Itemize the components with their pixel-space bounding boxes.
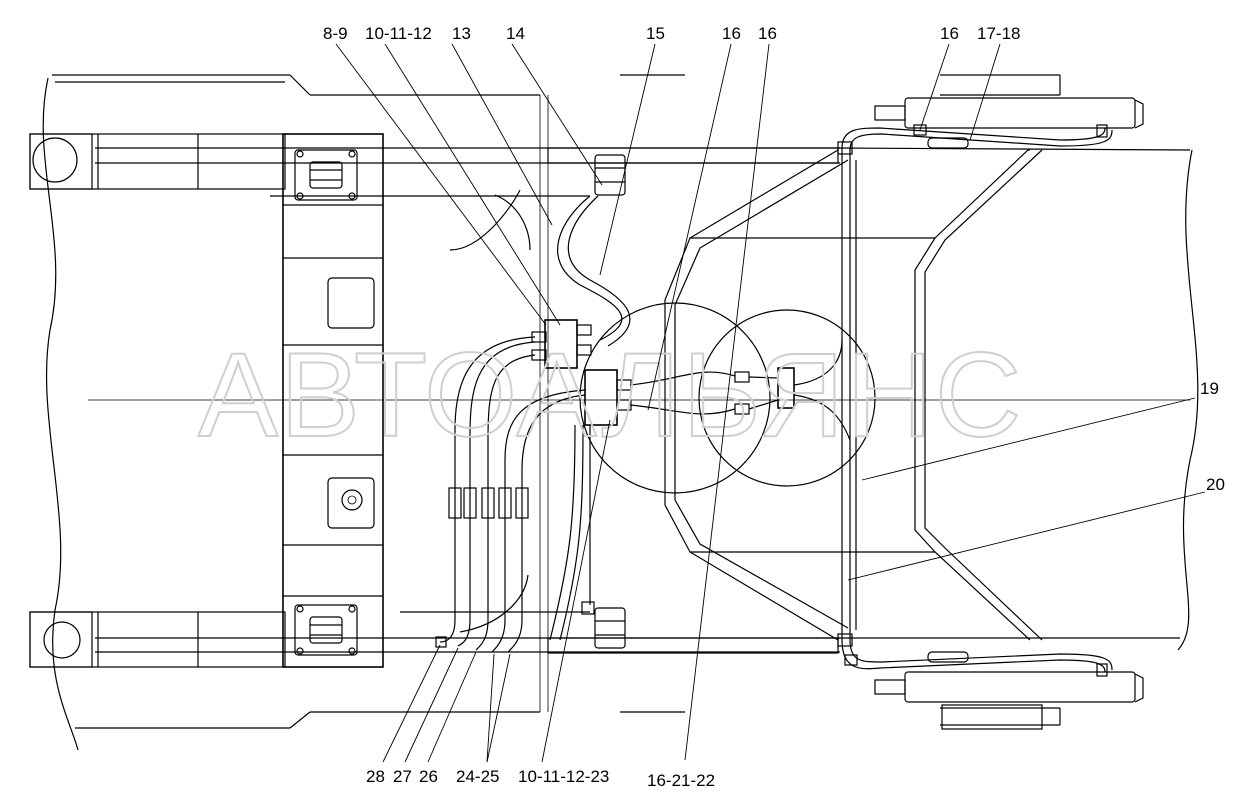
small-fittings <box>435 124 1108 677</box>
callout-16-middle: 16 <box>758 24 777 43</box>
callout-19: 19 <box>1200 379 1219 398</box>
callout-27: 27 <box>393 767 412 786</box>
callout-16-right: 16 <box>940 24 959 43</box>
callout-10-11-12-23: 10-11-12-23 <box>518 767 609 786</box>
callout-17-18: 17-18 <box>977 24 1020 43</box>
callout-14: 14 <box>506 24 525 43</box>
callout-28: 28 <box>366 767 385 786</box>
watermark-text: АВТОАЛЬЯНС <box>198 328 1023 462</box>
callout-15: 15 <box>646 24 665 43</box>
callout-24-25: 24-25 <box>456 767 499 786</box>
callout-8-9: 8-9 <box>323 24 348 43</box>
mounting-plates <box>29 133 626 668</box>
leader-lines <box>335 43 1206 763</box>
valve-blocks-and-hoses <box>439 189 851 653</box>
callout-10-11-12: 10-11-12 <box>365 24 432 43</box>
callout-13: 13 <box>452 24 471 43</box>
callout-26: 26 <box>419 767 438 786</box>
callout-labels: 8-9 10-11-12 13 14 15 16 16 16 17-18 19 … <box>323 24 1225 790</box>
vehicle-frame-outline <box>29 74 1199 751</box>
callout-20: 20 <box>1206 475 1225 494</box>
callout-16-left: 16 <box>722 24 741 43</box>
callout-16-21-22: 16-21-22 <box>647 771 715 790</box>
